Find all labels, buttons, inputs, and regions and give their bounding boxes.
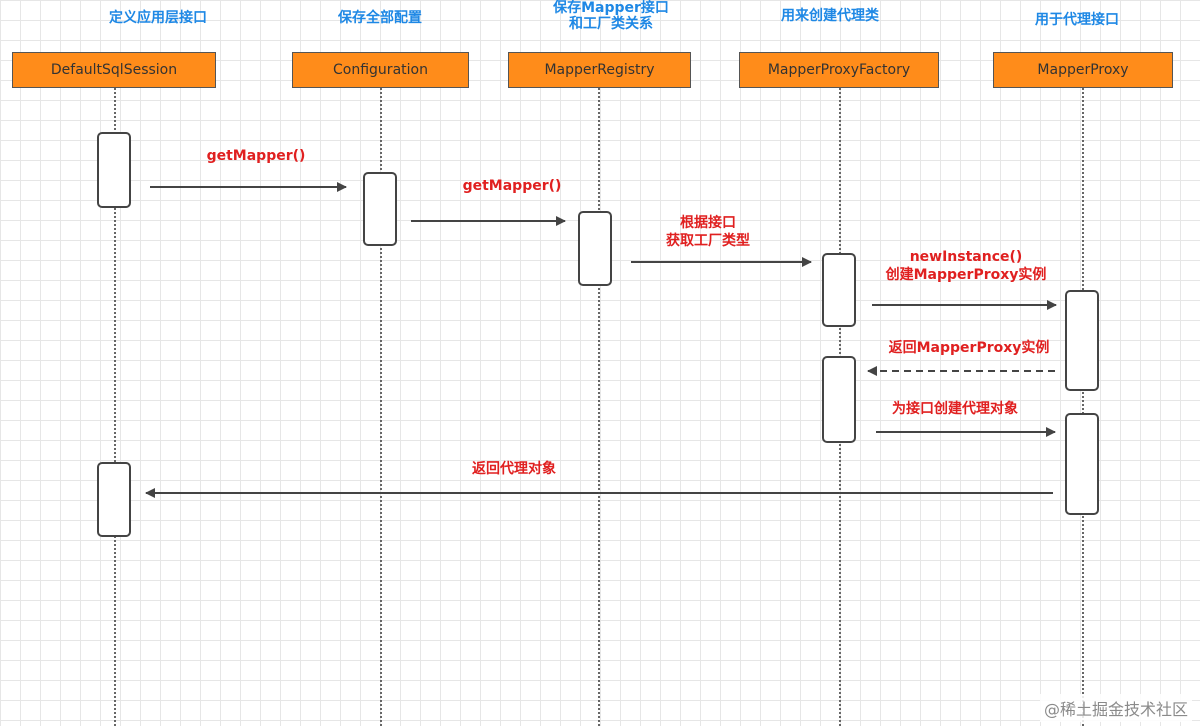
lifeline-mapperproxy [1082, 88, 1084, 726]
message-label-6: 为接口创建代理对象 [892, 401, 1018, 417]
caption-configuration: 保存全部配置 [338, 10, 422, 26]
message-label-5: 返回MapperProxy实例 [888, 340, 1050, 356]
caption-mapperproxy: 用于代理接口 [1035, 12, 1119, 28]
participant-mapperproxyfactory: MapperProxyFactory [739, 52, 939, 88]
lifeline-mapperregistry [598, 88, 600, 726]
activation-defaultsqlsession-1 [97, 132, 131, 208]
message-label-2: getMapper() [462, 178, 562, 194]
activation-mapperproxyfactory-2 [822, 356, 856, 443]
message-label-1: getMapper() [206, 148, 306, 164]
message-label-3: 根据接口 获取工厂类型 [666, 215, 750, 249]
lifeline-defaultsqlsession [114, 88, 116, 726]
activation-mapperproxy-2 [1065, 413, 1099, 515]
caption-defaultsqlsession: 定义应用层接口 [109, 10, 207, 26]
participant-configuration: Configuration [292, 52, 469, 88]
lifeline-configuration [380, 88, 382, 726]
participant-defaultsqlsession: DefaultSqlSession [12, 52, 216, 88]
caption-mapperregistry: 保存Mapper接口 和工厂类关系 [553, 0, 669, 32]
activation-defaultsqlsession-2 [97, 462, 131, 537]
caption-mapperproxyfactory: 用来创建代理类 [781, 8, 879, 24]
activation-mapperproxy-1 [1065, 290, 1099, 391]
activation-configuration-1 [363, 172, 397, 246]
message-label-4: newInstance() 创建MapperProxy实例 [885, 249, 1047, 283]
activation-mapperproxyfactory-1 [822, 253, 856, 327]
watermark: @稀土掘金技术社区 [1039, 694, 1192, 722]
participant-mapperproxy: MapperProxy [993, 52, 1173, 88]
participant-mapperregistry: MapperRegistry [508, 52, 691, 88]
activation-mapperregistry-1 [578, 211, 612, 286]
message-label-7: 返回代理对象 [472, 461, 556, 477]
